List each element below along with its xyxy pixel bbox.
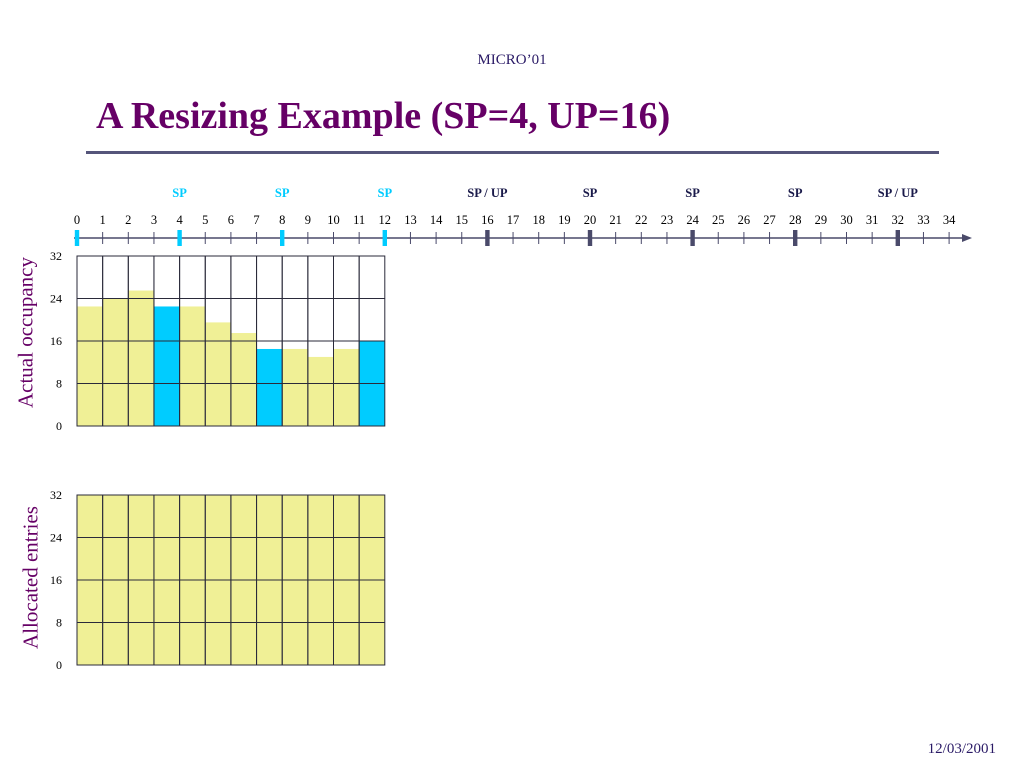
timeline-tick-label: 20: [584, 213, 597, 227]
timeline-tick-label: 30: [840, 213, 853, 227]
occupancy-ytick-label: 0: [56, 419, 62, 433]
timeline-tick-label: 17: [507, 213, 520, 227]
allocated-ytick-label: 32: [50, 488, 62, 502]
timeline-marker-label: SP: [378, 186, 393, 200]
allocated-ytick-label: 8: [56, 616, 62, 630]
timeline-tick-label: 31: [866, 213, 879, 227]
slide-title: A Resizing Example (SP=4, UP=16): [96, 95, 671, 137]
timeline-tick-label: 33: [917, 213, 930, 227]
timeline-tick-label: 29: [815, 213, 828, 227]
timeline-marker-label: SP: [172, 186, 187, 200]
timeline-tick-label: 6: [228, 213, 234, 227]
allocated-ytick-label: 16: [50, 573, 62, 587]
timeline-marker: [690, 230, 695, 246]
timeline-marker: [382, 230, 387, 246]
footer-date: 12/03/2001: [927, 741, 996, 757]
occupancy-bar: [179, 306, 206, 426]
timeline-marker: [895, 230, 900, 246]
timeline-tick-label: 23: [661, 213, 674, 227]
timeline-tick-label: 13: [404, 213, 417, 227]
timeline-marker-label: SP: [583, 186, 598, 200]
timeline-tick-label: 19: [558, 213, 571, 227]
occupancy-ytick-label: 16: [50, 334, 62, 348]
timeline-tick-label: 9: [305, 213, 311, 227]
timeline-tick-label: 18: [532, 213, 545, 227]
title-divider: [86, 151, 939, 154]
timeline-tick-label: 16: [481, 213, 494, 227]
occupancy-bar: [77, 306, 103, 426]
timeline-tick-label: 4: [176, 213, 183, 227]
allocated-ytick-label: 24: [50, 531, 62, 545]
timeline-marker: [587, 230, 593, 246]
timeline-tick-label: 24: [686, 213, 699, 227]
timeline-tick-label: 10: [327, 213, 340, 227]
occupancy-bar: [102, 298, 129, 426]
timeline-marker-label: SP: [685, 186, 700, 200]
timeline-arrow-head: [962, 234, 972, 242]
timeline-marker-label: SP / UP: [878, 186, 919, 200]
timeline-tick-label: 26: [738, 213, 751, 227]
timeline-tick-label: 28: [789, 213, 802, 227]
timeline-tick-label: 8: [279, 213, 285, 227]
timeline-tick-label: 0: [74, 213, 80, 227]
timeline-tick-label: 7: [253, 213, 259, 227]
timeline-tick-label: 15: [456, 213, 469, 227]
timeline-tick-label: 5: [202, 213, 208, 227]
timeline-tick-label: 27: [763, 213, 776, 227]
timeline-tick-label: 12: [379, 213, 392, 227]
timeline-tick-label: 32: [892, 213, 905, 227]
timeline-marker-label: SP: [788, 186, 803, 200]
occupancy-ytick-label: 8: [56, 377, 62, 391]
timeline-marker: [793, 230, 798, 246]
occupancy-ytick-label: 24: [50, 292, 62, 306]
occupancy-bar: [256, 348, 283, 426]
header-label: MICRO’01: [477, 52, 547, 68]
timeline-marker: [280, 230, 285, 246]
timeline-tick-label: 11: [353, 213, 365, 227]
occupancy-bar: [128, 290, 154, 426]
timeline-tick-label: 3: [151, 213, 157, 227]
occupancy-bar: [153, 306, 180, 426]
timeline-tick-label: 2: [125, 213, 131, 227]
allocated-axis-title: Allocated entries: [18, 506, 43, 649]
occupancy-bar: [333, 348, 360, 426]
timeline-start-marker: [74, 230, 80, 246]
timeline-tick-label: 25: [712, 213, 725, 227]
timeline-tick-label: 1: [100, 213, 106, 227]
timeline-tick-label: 21: [609, 213, 622, 227]
occupancy-bar: [282, 348, 308, 426]
occupancy-bar: [230, 333, 257, 426]
timeline-marker-label: SP: [275, 186, 290, 200]
timeline-marker-label: SP / UP: [467, 186, 508, 200]
occupancy-bar: [205, 322, 231, 426]
occupancy-axis-title: Actual occupancy: [13, 257, 38, 409]
allocated-ytick-label: 0: [56, 658, 62, 672]
timeline-tick-label: 22: [635, 213, 648, 227]
timeline-tick-label: 34: [943, 213, 956, 227]
timeline-marker: [485, 230, 490, 246]
occupancy-ytick-label: 32: [50, 249, 62, 263]
timeline-tick-label: 14: [430, 213, 443, 227]
timeline-marker: [177, 230, 182, 246]
occupancy-bar: [307, 356, 334, 426]
